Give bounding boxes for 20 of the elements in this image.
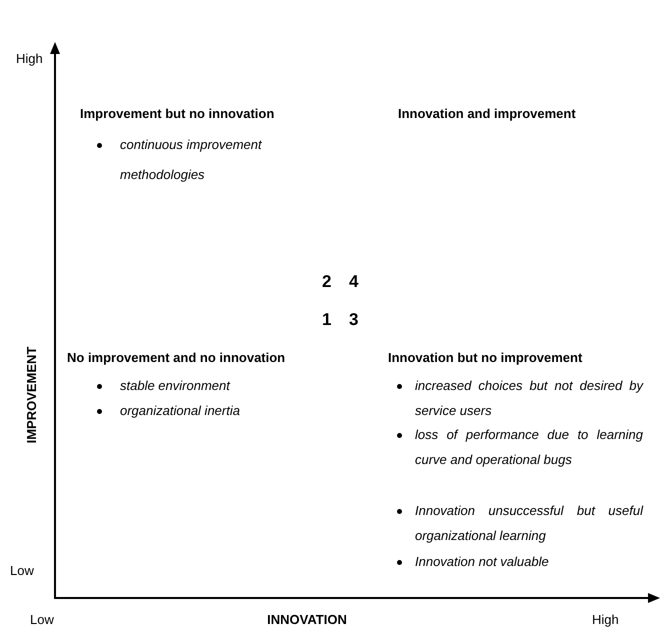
- list-item: Innovation not valuable: [415, 553, 550, 571]
- quadrant-heading: No improvement and no innovation: [67, 350, 286, 366]
- list-item: Innovation unsuccessful but useful organizational learning: [415, 502, 643, 545]
- axis-title: IMPROVEMENT: [24, 346, 40, 444]
- list-item: stable environment: [120, 377, 232, 395]
- axis-tick-label: Low: [30, 612, 54, 628]
- quadrant-number: 2: [322, 272, 332, 292]
- axis-tick-label: High: [592, 612, 619, 628]
- list-item: loss of performance due to learning curve and operational bugs: [415, 426, 643, 469]
- quadrant-number: 4: [349, 272, 358, 292]
- quadrant-heading: Improvement but no innovation: [80, 106, 274, 122]
- quadrant-heading: Innovation and improvement: [398, 106, 576, 122]
- list-item: continuous improvement methodologies: [120, 136, 263, 184]
- quadrant-number: 3: [349, 310, 358, 330]
- axis-tick-label: Low: [10, 563, 34, 579]
- axis-title: INNOVATION: [267, 612, 347, 628]
- list-item: organizational inertia: [120, 402, 241, 420]
- quadrant-heading: Innovation but no improvement: [388, 350, 582, 366]
- quadrant-number: 1: [322, 310, 332, 330]
- axis-tick-label: High: [16, 51, 43, 67]
